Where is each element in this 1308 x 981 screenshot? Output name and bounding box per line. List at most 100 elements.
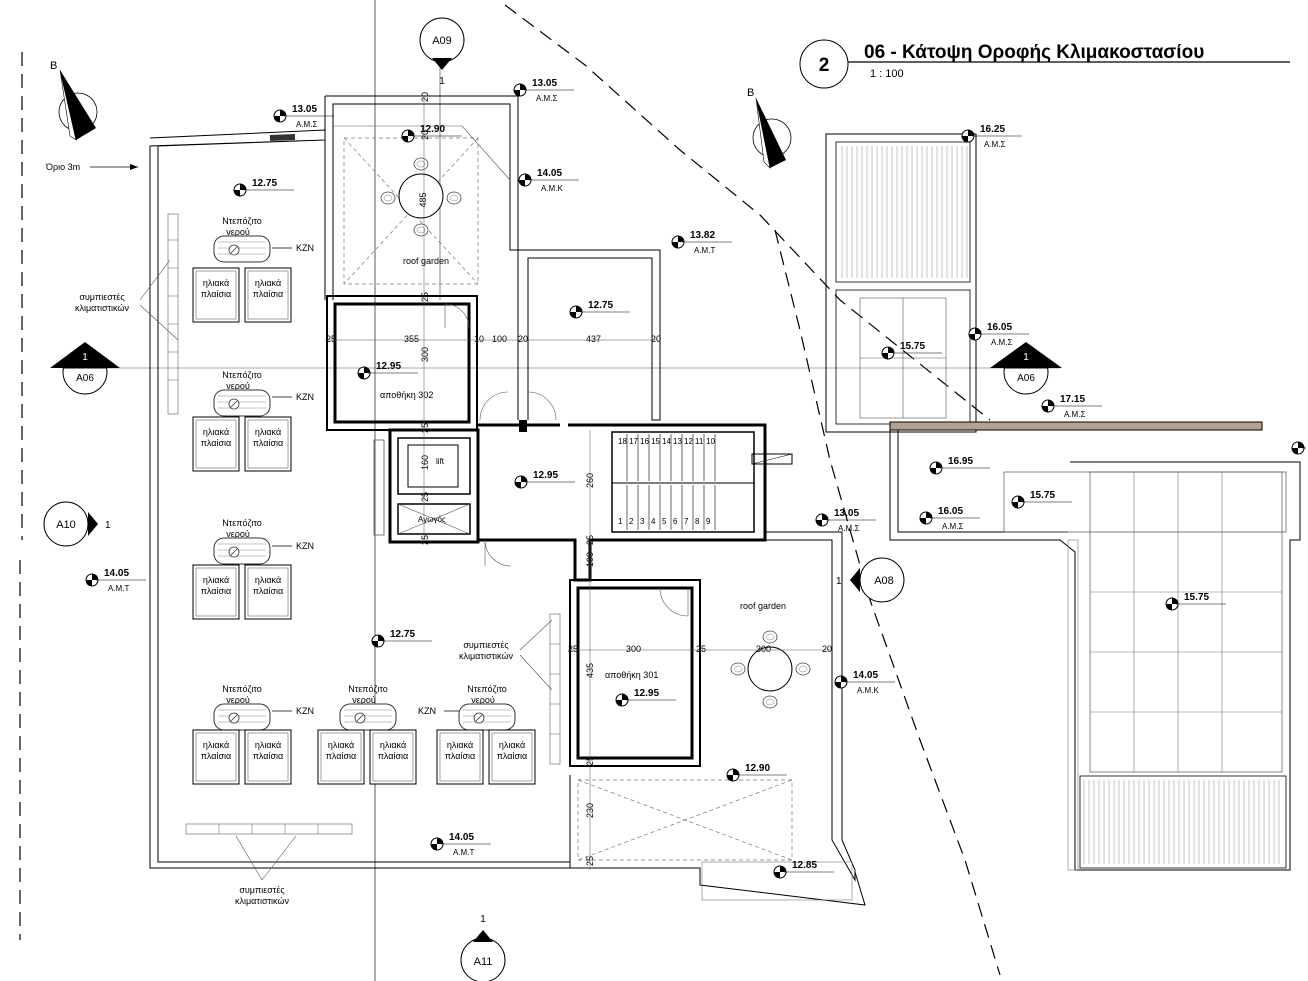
dim-25h: 25	[696, 644, 706, 654]
level-marker: 12.75	[233, 178, 294, 197]
dim-25b: 25	[420, 292, 430, 302]
tank-label: Ντεπόζιτο	[348, 684, 388, 694]
dim-20c: 20	[420, 92, 430, 102]
level-marker: 15.75	[1165, 592, 1226, 611]
tank-label: Ντεπόζιτο	[222, 216, 262, 226]
solar-label: πλαίσια	[253, 289, 284, 299]
level-marker: 15.75	[1011, 490, 1072, 509]
section-code-a09: A09	[432, 35, 452, 47]
roof-slats-top	[841, 146, 968, 278]
level-value: 16.05	[938, 506, 963, 517]
solar-label: ηλιακά	[447, 740, 473, 750]
room-storage-301: αποθήκη 301	[605, 670, 658, 680]
solar-label: πλαίσια	[378, 751, 409, 761]
section-code-a11: A11	[474, 956, 493, 968]
level-value: 14.05	[537, 168, 562, 179]
room-roof-garden-right: roof garden	[740, 601, 786, 611]
solar-label: ηλιακά	[203, 740, 229, 750]
stair-number: 7	[684, 517, 689, 526]
level-value: 16.25	[980, 124, 1005, 135]
level-marker: 12.90	[401, 124, 462, 143]
level-marker: 12.75	[371, 629, 432, 648]
dim-100a: 100	[492, 334, 507, 344]
dim-25c: 25	[420, 423, 430, 433]
section-num-a09: 1	[439, 76, 445, 87]
level-value: 13.05	[834, 508, 859, 519]
level-marker: 13.05Α.Μ.Σ	[513, 78, 574, 103]
level-tag: Α.Μ.Κ	[541, 184, 563, 193]
level-tag: Α.Μ.Σ	[1064, 410, 1085, 419]
level-value: 13.05	[292, 104, 317, 115]
terrace-tiles	[1089, 471, 1283, 773]
dim-300a: 300	[420, 347, 430, 362]
compressors-centre-column	[549, 613, 561, 765]
level-marker: 13.05Α.Μ.Σ	[273, 104, 334, 129]
equipment-group: ΝτεπόζιτονερούΚΖΝηλιακάπλαίσιαηλιακάπλαί…	[317, 684, 466, 785]
dim-25d: 25	[420, 492, 430, 502]
section-num-a06-right: 1	[1023, 352, 1029, 363]
lift-shaft-block	[388, 428, 480, 544]
kzn-label: ΚΖΝ	[296, 243, 314, 253]
compressors-bottom-row	[185, 823, 353, 835]
dim-10: 10	[474, 334, 484, 344]
level-value: 12.75	[252, 178, 277, 189]
stair-number: 11	[695, 437, 704, 446]
stair-number: 18	[618, 437, 627, 446]
compressors-label-2a: συμπιεστές	[463, 640, 509, 650]
dim-20a: 20	[518, 334, 528, 344]
water-tank	[339, 703, 397, 731]
solar-label: πλαίσια	[445, 751, 476, 761]
stair-number: 6	[673, 517, 678, 526]
level-value: 12.85	[792, 860, 817, 871]
stair-number: 1	[618, 517, 623, 526]
upper-block-right	[825, 133, 977, 433]
compressors-label-3b: κλιματιστικών	[235, 896, 289, 906]
solar-label: ηλιακά	[203, 427, 229, 437]
level-value: 16.95	[948, 456, 973, 467]
stair-number: 17	[629, 437, 638, 446]
solar-label: ηλιακά	[255, 740, 281, 750]
north-arrow-left: B	[50, 60, 98, 141]
dim-300b: 300	[626, 644, 641, 654]
roof-equipment: ΝτεπόζιτονερούΚΖΝηλιακάπλαίσιαηλιακάπλαί…	[192, 216, 536, 785]
tank-label: νερού	[226, 381, 250, 391]
solar-label: ηλιακά	[499, 740, 525, 750]
section-code-a10: A10	[56, 519, 76, 531]
level-tag: Α.Μ.Σ	[838, 524, 859, 533]
stair-number: 16	[640, 437, 649, 446]
section-num-a08: 1	[836, 576, 842, 587]
tank-label: νερού	[226, 227, 250, 237]
section-marker-a08: A08 1	[836, 557, 905, 603]
stair-number: 4	[651, 517, 656, 526]
level-tag: Α.Μ.Τ	[108, 584, 129, 593]
dim-437: 437	[586, 334, 601, 344]
title-block: 2 06 - Κάτοψη Οροφής Κλιμακοστασίου 1 : …	[799, 39, 1290, 89]
level-value: 15.75	[1030, 490, 1055, 501]
level-value: 15.75	[1184, 592, 1209, 603]
equipment-group: ΝτεπόζιτονερούΚΖΝηλιακάπλαίσιαηλιακάπλαί…	[192, 518, 314, 620]
solar-label: πλαίσια	[201, 751, 232, 761]
level-tag: Α.Μ.Τ	[453, 848, 474, 857]
tank-label: Ντεπόζιτο	[467, 684, 507, 694]
stairwell-wall	[478, 423, 767, 582]
level-tag: Α.Μ.Σ	[991, 338, 1012, 347]
solar-label: ηλιακά	[203, 575, 229, 585]
kzn-label: ΚΖΝ	[296, 541, 314, 551]
water-tank	[213, 235, 271, 263]
boundary-label: Όριο 3m	[45, 162, 80, 172]
boundary-line-lower-right	[774, 229, 1001, 976]
stair-number: 2	[629, 517, 634, 526]
dim-485: 485	[418, 192, 428, 207]
solar-label: ηλιακά	[203, 278, 229, 288]
level-marker: 12.95	[357, 361, 418, 380]
title-number: 2	[819, 55, 830, 76]
storage-301-outer	[569, 579, 701, 767]
stair-number: 10	[706, 437, 715, 446]
tank-label: Ντεπόζιτο	[222, 684, 262, 694]
level-value: 14.05	[853, 670, 878, 681]
stair-number: 12	[684, 437, 693, 446]
tank-label: νερού	[471, 695, 495, 705]
